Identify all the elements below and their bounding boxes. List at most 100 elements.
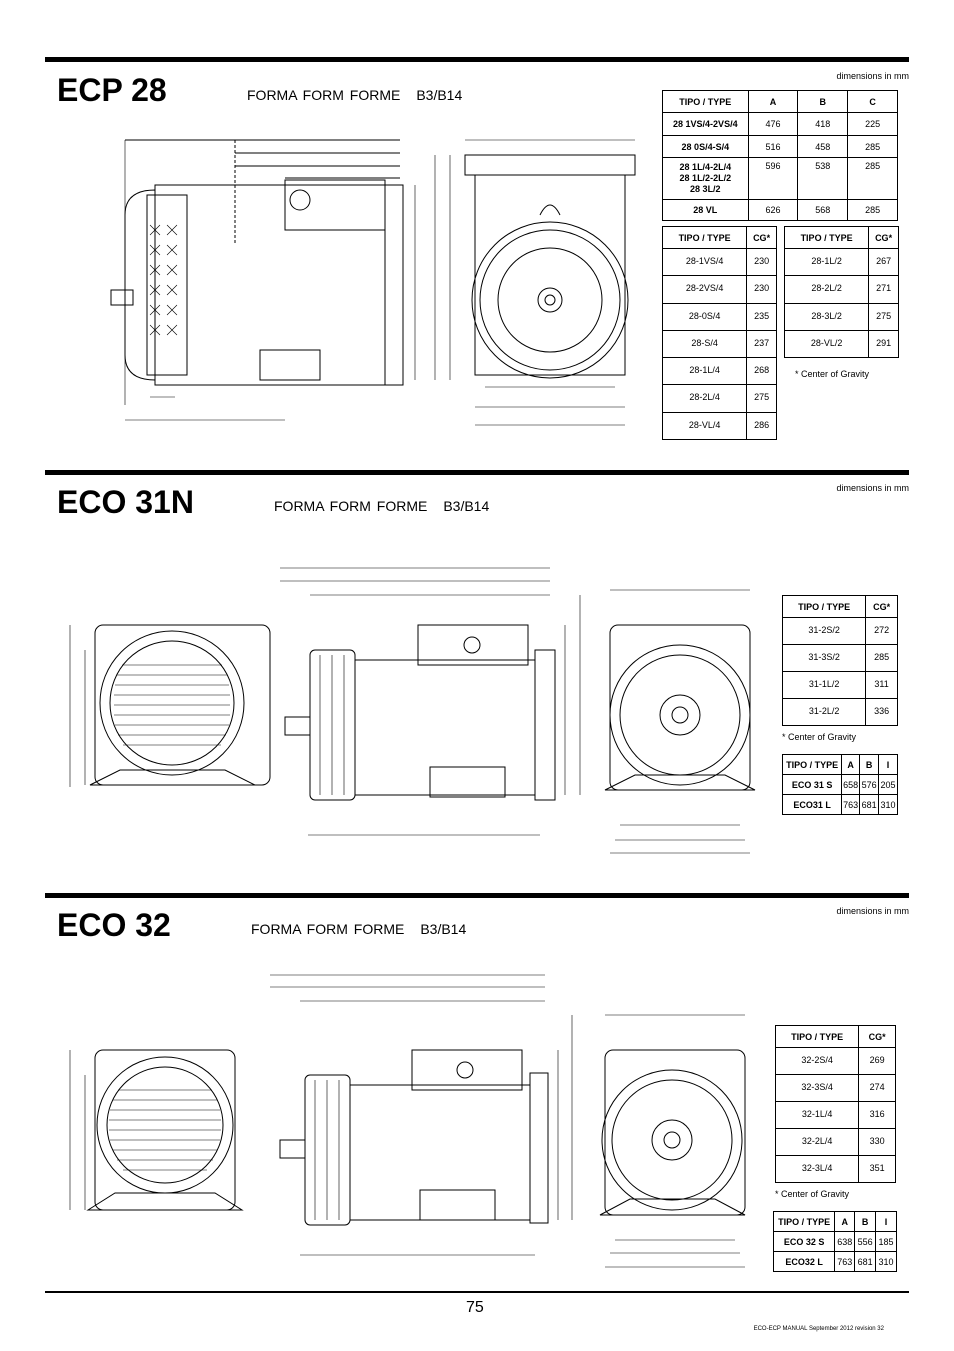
table-cell: 230 <box>746 247 777 277</box>
table-cell: 763 <box>841 794 861 815</box>
table-cell: 275 <box>746 384 777 413</box>
table-cell: 310 <box>875 1251 897 1272</box>
table-cell: 28-2VS/4 <box>661 275 748 304</box>
ecp28-technical-drawing <box>55 125 650 435</box>
table-cell: 458 <box>797 135 849 158</box>
table-cell: 596 <box>747 157 799 200</box>
table-cell: 28 VL <box>662 199 749 221</box>
footer-divider <box>45 1291 909 1293</box>
cg-note: * Center of Gravity <box>795 369 870 379</box>
table-cell: 237 <box>746 329 777 359</box>
table-cell: 285 <box>847 199 898 221</box>
table-cell: 32-2S/4 <box>774 1047 860 1075</box>
table-cell: 310 <box>878 794 898 815</box>
table-cell: 556 <box>854 1231 877 1252</box>
table-cell: 763 <box>834 1251 856 1272</box>
table-cell: 271 <box>868 275 899 304</box>
eco32-technical-drawing <box>60 965 770 1275</box>
eco31n-technical-drawing <box>60 555 780 860</box>
table-cell: 225 <box>847 112 898 136</box>
section-divider <box>45 57 909 62</box>
table-cell: 28-1L/4 <box>661 357 748 386</box>
table-cell: 28-VL/2 <box>783 329 870 359</box>
table-cell: 316 <box>858 1101 896 1129</box>
table-cell: 285 <box>847 157 898 200</box>
table-cell: 31-3S/2 <box>781 644 867 672</box>
abc-table: TIPO / TYPE A B C 28 1VS/4-2VS/4 476 418… <box>662 90 898 221</box>
table-cell: 311 <box>865 671 898 699</box>
table-cell: 275 <box>868 302 899 331</box>
footer-text: ECO-ECP MANUAL September 2012 revision 3… <box>753 1326 884 1332</box>
table-cell: 32-3S/4 <box>774 1074 860 1102</box>
dimensions-note: dimensions in mm <box>836 906 909 916</box>
table-cell: 285 <box>847 135 898 158</box>
dimensions-note: dimensions in mm <box>836 483 909 493</box>
table-cell: 28 0S/4-S/4 <box>662 135 749 158</box>
table-cell: 32-2L/4 <box>774 1128 860 1156</box>
table-cell: 28 1VS/4-2VS/4 <box>662 112 749 136</box>
table-cell: 28-2L/4 <box>661 384 748 413</box>
table-cell: 230 <box>746 275 777 304</box>
table-cell: 185 <box>875 1231 897 1252</box>
table-cell: 274 <box>858 1074 896 1102</box>
table-cell: ECO 32 S <box>772 1231 836 1252</box>
table-cell: 516 <box>747 135 799 158</box>
table-cell: 681 <box>859 794 880 815</box>
table-cell: 538 <box>797 157 849 200</box>
table-cell: 476 <box>747 112 799 136</box>
table-cell: 568 <box>797 199 849 221</box>
table-cell: 638 <box>834 1231 856 1252</box>
dimensions-note: dimensions in mm <box>836 71 909 81</box>
page-number: 75 <box>466 1299 484 1316</box>
table-cell: 28-2L/2 <box>783 275 870 304</box>
table-cell: 330 <box>858 1128 896 1156</box>
table-cell: 286 <box>746 411 777 441</box>
table-cell: 658 <box>841 774 861 795</box>
table-cell: 31-2S/2 <box>781 617 867 645</box>
table-cell: 336 <box>865 698 898 726</box>
cg-note: * Center of Gravity <box>782 732 857 742</box>
table-cell: 28-3L/2 <box>783 302 870 331</box>
table-cell: ECO31 L <box>781 794 843 815</box>
table-cell: 267 <box>868 247 899 277</box>
table-cell: 285 <box>865 644 898 672</box>
table-cell: 28 1L/4-2L/4 28 1L/2-2L/2 28 3L/2 <box>662 157 749 200</box>
table-cell: 28-0S/4 <box>661 302 748 331</box>
table-cell: 272 <box>865 617 898 645</box>
table-cell: 269 <box>858 1047 896 1075</box>
cg-note: * Center of Gravity <box>775 1189 850 1199</box>
section-title: ECP 28 <box>57 72 167 108</box>
table-cell: 205 <box>878 774 898 795</box>
table-cell: 576 <box>859 774 880 795</box>
section-title: ECO 31N <box>57 484 194 520</box>
table-cell: 268 <box>746 357 777 386</box>
table-cell: 626 <box>747 199 799 221</box>
table-cell: 351 <box>858 1155 896 1183</box>
table-cell: 32-1L/4 <box>774 1101 860 1129</box>
section-divider <box>45 893 909 898</box>
table-cell: 32-3L/4 <box>774 1155 860 1183</box>
